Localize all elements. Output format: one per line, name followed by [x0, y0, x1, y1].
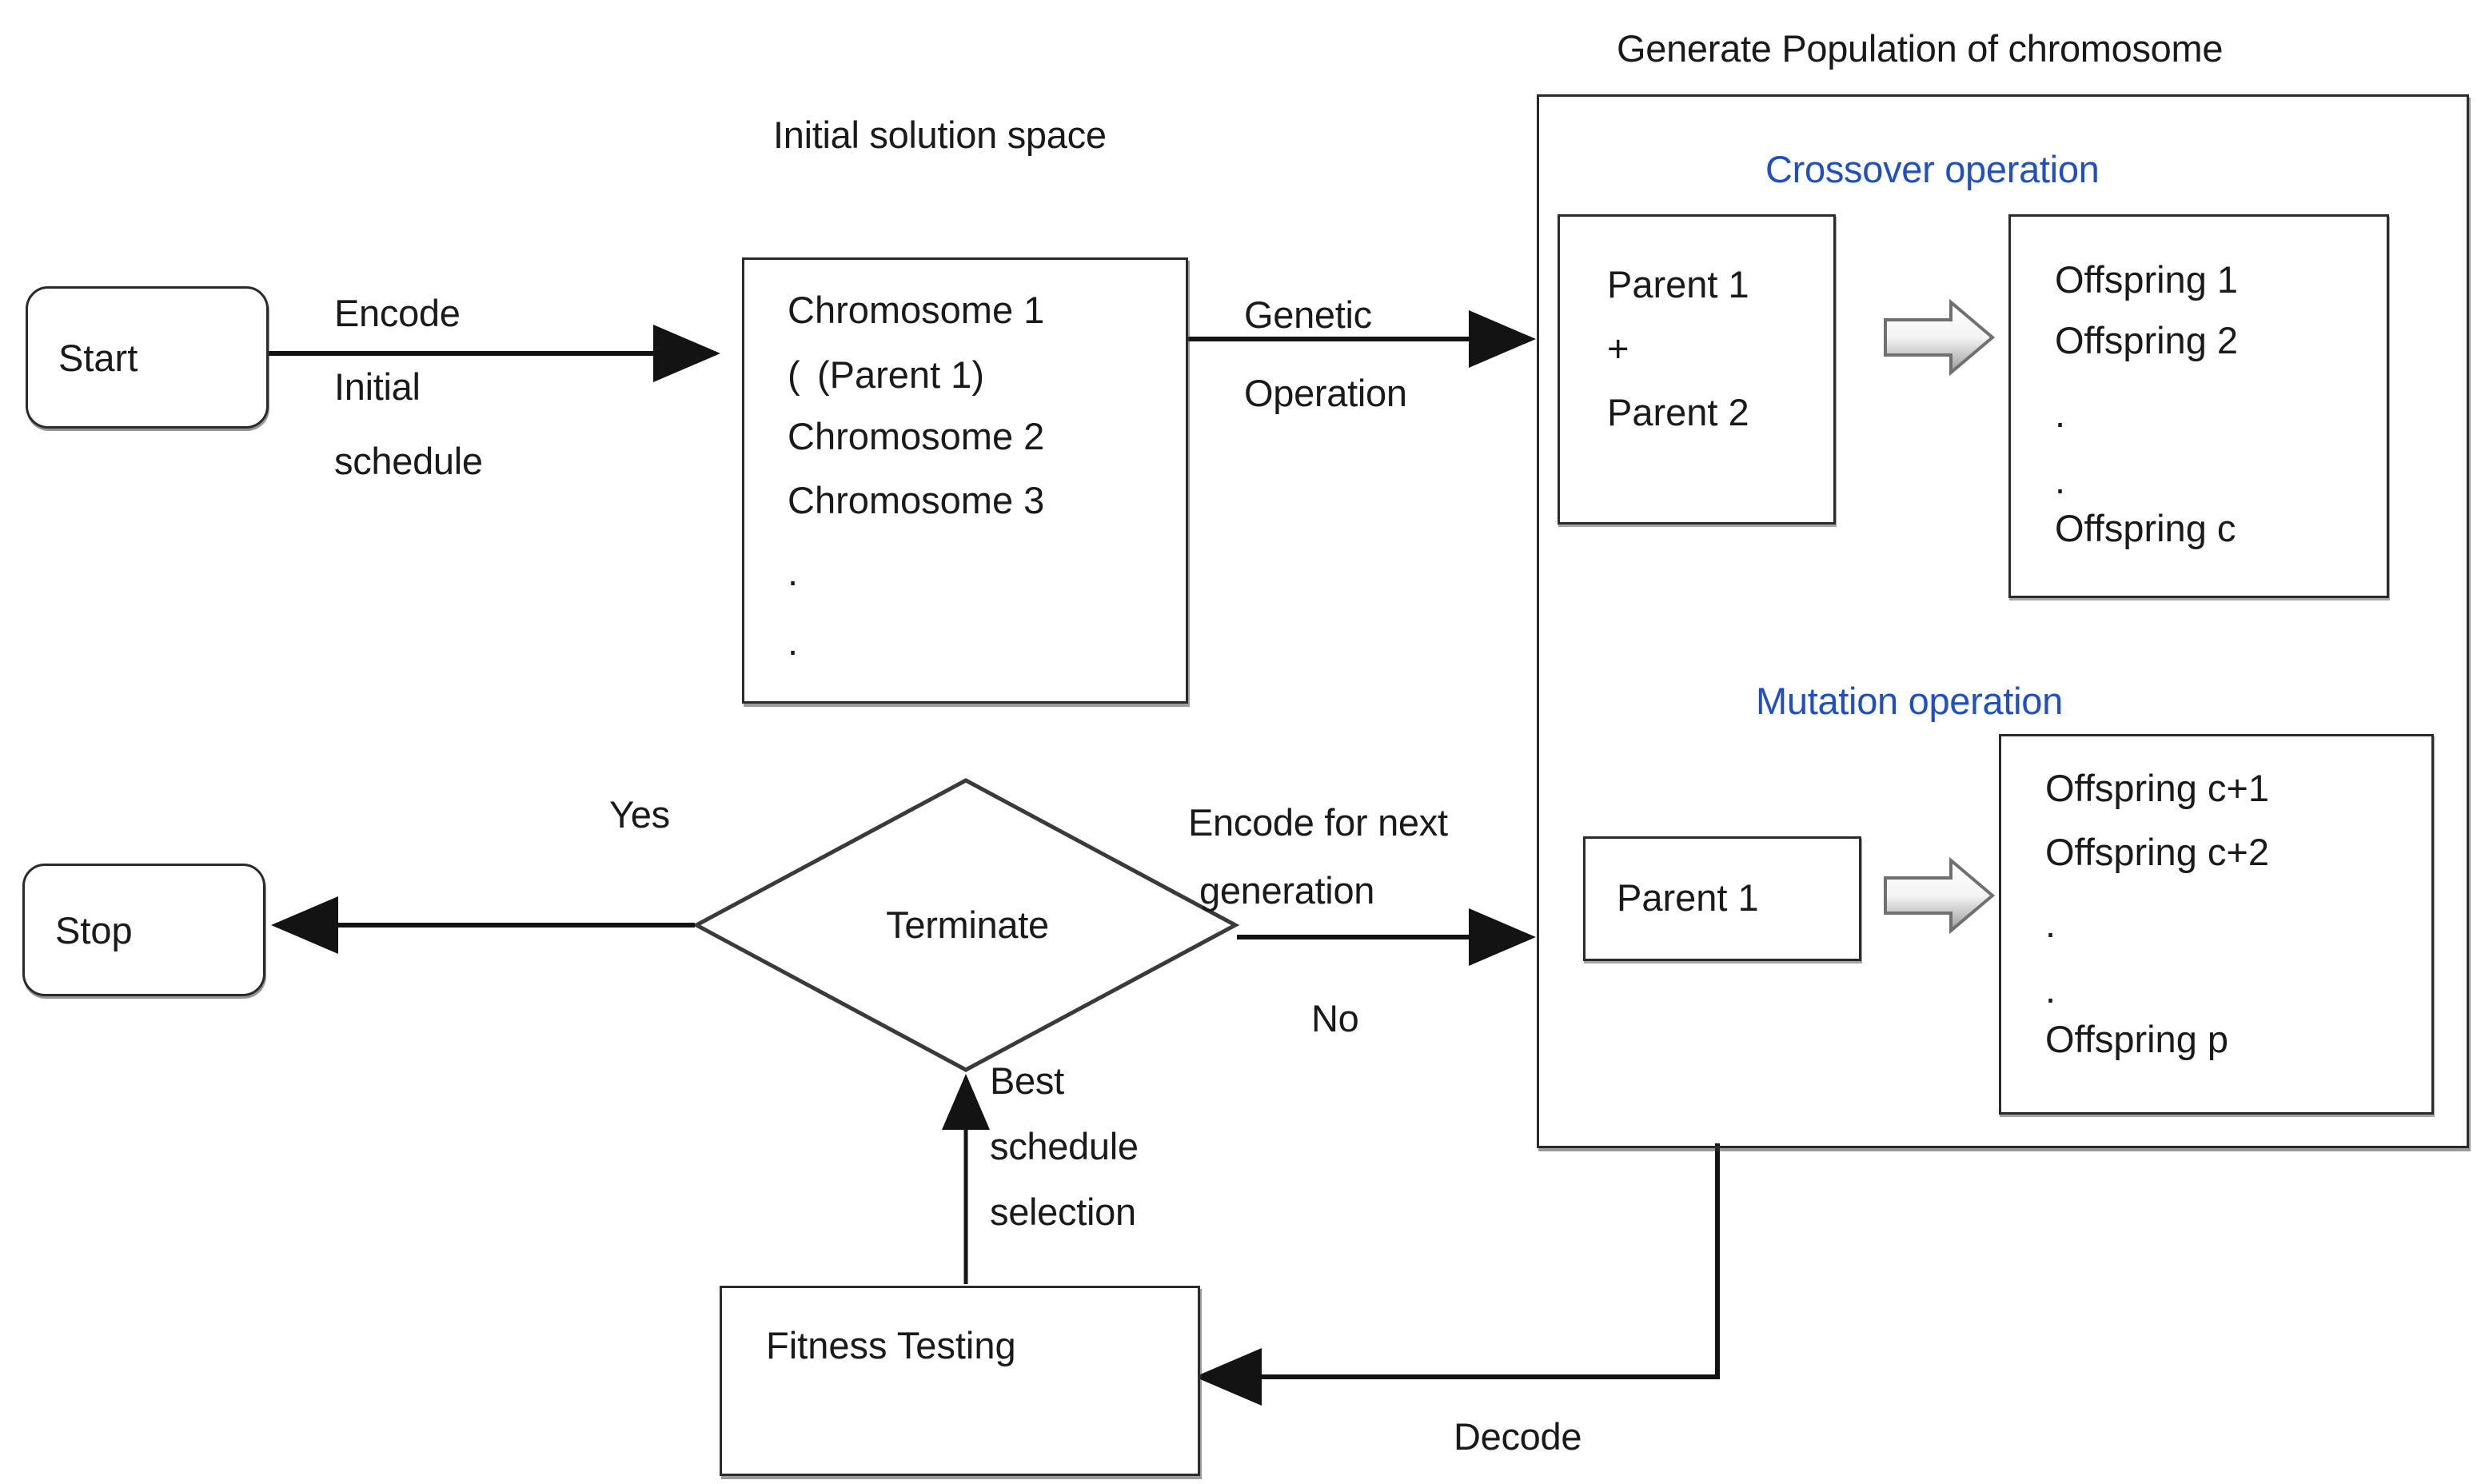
edge-population-to-fitness: [1195, 1143, 1720, 1406]
crossover-parent-line-2: +: [1607, 327, 1629, 369]
crossover-offspring-line-3: Offspring c: [2055, 507, 2236, 549]
crossover-parent-line-3: Parent 2: [1607, 391, 1749, 433]
mutation-offspring-ellipsis-1: .: [2045, 903, 2056, 945]
start-node-label: Start: [58, 336, 138, 379]
chromosome-box: [742, 257, 1188, 704]
crossover-operation-title: Crossover operation: [1765, 148, 2100, 190]
chromosome-box-line-4: Chromosome 3: [788, 479, 1045, 521]
chromosome-box-parent-annotation: (Parent 1): [817, 353, 984, 396]
generate-population-title: Generate Population of chromosome: [1617, 27, 2224, 70]
mutation-operation-title: Mutation operation: [1756, 680, 2063, 722]
crossover-parent-line-1: Parent 1: [1607, 263, 1749, 305]
crossover-offspring-ellipsis-1: .: [2055, 393, 2066, 435]
stop-node[interactable]: Stop: [22, 864, 265, 996]
edge-label-genetic: Genetic: [1244, 293, 1372, 336]
edge-label-best-selection: selection: [990, 1191, 1136, 1233]
mutation-offspring-ellipsis-2: .: [2045, 968, 2056, 1011]
fitness-testing-box: [720, 1286, 1200, 1476]
chromosome-box-ellipsis-2: .: [788, 620, 799, 663]
chromosome-box-line-2-prefix: (: [788, 353, 800, 396]
fitness-testing-label: Fitness Testing: [766, 1324, 1016, 1366]
chromosome-box-line-1: Chromosome 1: [788, 289, 1045, 331]
edge-label-initial: Initial: [334, 365, 421, 408]
mutation-offspring-line-2: Offspring c+2: [2045, 831, 2269, 873]
generate-population-container: [1537, 94, 2469, 1148]
stop-node-label: Stop: [55, 908, 133, 951]
edge-label-encode-next-gen-1: Encode for next: [1188, 801, 1448, 844]
crossover-offspring-line-2: Offspring 2: [2055, 319, 2239, 361]
mutation-offspring-line-3: Offspring p: [2045, 1018, 2229, 1060]
start-node[interactable]: Start: [26, 286, 269, 429]
crossover-parent-box: [1558, 214, 1836, 525]
mutation-parent-line-1: Parent 1: [1617, 876, 1759, 919]
edge-label-decode: Decode: [1454, 1415, 1582, 1458]
edge-label-encode-next-gen-2: generation: [1199, 869, 1375, 912]
initial-solution-space-title: Initial solution space: [773, 114, 1107, 156]
mutation-offspring-line-1: Offspring c+1: [2045, 767, 2269, 809]
edge-label-yes: Yes: [609, 793, 670, 836]
edge-label-operation: Operation: [1244, 372, 1407, 414]
crossover-offspring-line-1: Offspring 1: [2055, 258, 2239, 301]
mutation-parent-box: [1583, 836, 1861, 961]
edge-label-schedule: schedule: [334, 440, 483, 482]
edge-label-best-schedule: schedule: [990, 1125, 1139, 1167]
edge-label-encode: Encode: [334, 292, 461, 334]
crossover-offspring-box: [2008, 214, 2389, 598]
chromosome-box-line-3: Chromosome 2: [788, 415, 1045, 457]
terminate-node-label: Terminate: [886, 904, 1049, 946]
edge-label-best: Best: [990, 1059, 1064, 1102]
edge-label-no: No: [1311, 997, 1359, 1039]
crossover-offspring-ellipsis-2: .: [2055, 459, 2066, 501]
chromosome-box-ellipsis-1: .: [788, 551, 799, 593]
mutation-offspring-box: [1999, 734, 2434, 1115]
